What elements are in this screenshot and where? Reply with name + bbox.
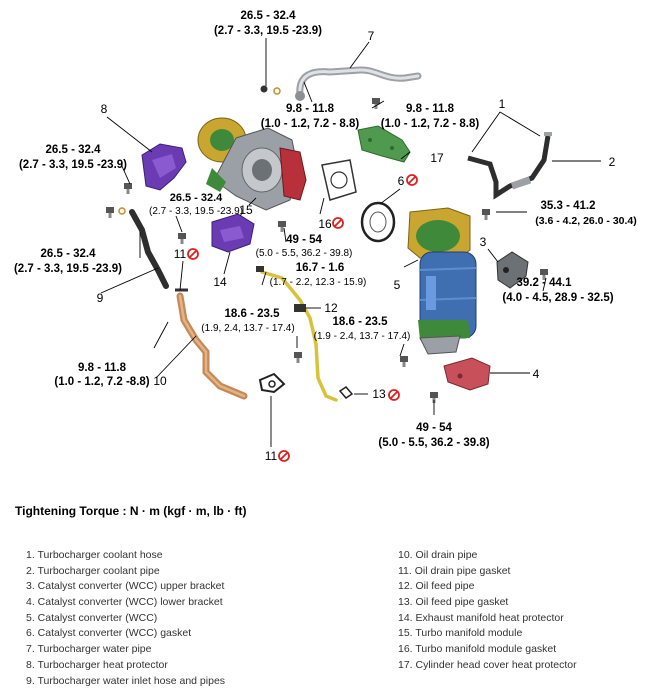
exploded-parts-diagram: 26.5 - 32.4 (2.7 - 3.3, 19.5 -23.9) 9.8 … bbox=[14, 10, 637, 463]
oil-feed-pipe-gasket bbox=[338, 386, 354, 399]
legend-item: 1. Turbocharger coolant hose bbox=[26, 549, 163, 561]
torque-spec-alt: (5.0 - 5.5, 36.2 - 39.8) bbox=[378, 437, 489, 449]
oil-drain-pipe-gasket bbox=[258, 372, 286, 394]
turbocharger-coolant-hose-and-pipe bbox=[467, 132, 552, 200]
legend-item: 16. Turbo manifold module gasket bbox=[398, 643, 557, 656]
legend-item: 3. Catalyst converter (WCC) upper bracke… bbox=[26, 580, 225, 593]
torque-spec-value: 35.3 - 41.2 bbox=[541, 200, 596, 212]
torque-spec-value: 9.8 - 11.8 bbox=[406, 103, 455, 115]
torque-spec-alt: (1.0 - 1.2, 7.2 -8.8) bbox=[54, 376, 149, 388]
torque-spec-value: 39.2 - 44.1 bbox=[517, 277, 573, 289]
torque-spec-alt: (4.0 - 4.5, 28.9 - 32.5) bbox=[502, 292, 613, 304]
torque-spec-alt: (2.7 - 3.3, 19.5 -23.9) bbox=[149, 206, 243, 217]
callout-number: 1 bbox=[499, 97, 506, 111]
parts-legend-right: 10. Oil drain pipe 11. Oil drain pipe ga… bbox=[398, 548, 577, 674]
legend-item: 9. Turbocharger water inlet hose and pip… bbox=[26, 674, 226, 687]
torque-spec-value: 26.5 - 32.4 bbox=[170, 192, 223, 204]
torque-spec-value: 9.8 - 11.8 bbox=[78, 362, 127, 374]
callout-number: 16 bbox=[318, 217, 332, 231]
torque-spec-value: 26.5 - 32.4 bbox=[41, 248, 97, 260]
callout-number: 8 bbox=[101, 102, 108, 116]
cylinder-head-cover-heat-protector bbox=[357, 125, 411, 163]
torque-spec-value: 9.8 - 11.8 bbox=[286, 103, 335, 115]
torque-spec-value: 49 - 54 bbox=[286, 234, 322, 246]
legend-item: 14. Exhaust manifold heat protector bbox=[398, 611, 564, 624]
torque-spec-value: 49 - 54 bbox=[416, 422, 452, 434]
water-inlet-hose-and-pipes bbox=[106, 207, 169, 289]
reuse-prohibited-icon bbox=[388, 389, 400, 401]
callout-number: 6 bbox=[398, 174, 405, 188]
torque-spec-value: 26.5 - 32.4 bbox=[46, 144, 102, 156]
torque-spec-alt: (1.0 - 1.2, 7.2 - 8.8) bbox=[381, 118, 480, 130]
reuse-prohibited-icon bbox=[278, 450, 290, 462]
turbocharger-heat-protector bbox=[124, 143, 187, 194]
torque-spec-alt: (2.7 - 3.3, 19.5 -23.9) bbox=[214, 25, 322, 37]
legend-item: 4. Catalyst converter (WCC) lower bracke… bbox=[26, 596, 223, 609]
oil-drain-pipe bbox=[175, 288, 248, 400]
torque-spec-value: 26.5 - 32.4 bbox=[241, 10, 297, 22]
turbo-manifold-module-gasket bbox=[321, 159, 357, 201]
legend-item: 10. Oil drain pipe bbox=[398, 549, 478, 561]
torque-units-title: Tightening Torque : N · m (kgf · m, lb ·… bbox=[15, 504, 247, 518]
catalyst-converter-gasket bbox=[360, 201, 396, 243]
callout-number: 4 bbox=[533, 367, 540, 381]
callout-number: 9 bbox=[97, 291, 104, 305]
torque-spec-alt: (1.9, 2.4, 13.7 - 17.4) bbox=[201, 323, 294, 334]
legend-item: 12. Oil feed pipe bbox=[398, 580, 475, 593]
oil-feed-pipe bbox=[256, 266, 338, 402]
callout-number: 13 bbox=[372, 387, 386, 401]
catalyst-upper-bracket bbox=[496, 251, 529, 289]
legend-item: 8. Turbocharger heat protector bbox=[26, 658, 168, 671]
callout-number: 11 bbox=[265, 449, 278, 463]
reuse-prohibited-icon bbox=[332, 217, 344, 229]
torque-spec-alt: (2.7 - 3.3, 19.5 -23.9) bbox=[14, 263, 122, 275]
legend-item: 5. Catalyst converter (WCC) bbox=[26, 611, 158, 624]
catalyst-converter bbox=[407, 207, 477, 355]
legend-item: 7. Turbocharger water pipe bbox=[26, 643, 152, 656]
torque-spec-alt: (1.7 - 2.2, 12.3 - 15.9) bbox=[270, 277, 367, 288]
reuse-prohibited-icon bbox=[406, 174, 418, 186]
legend-item: 2. Turbocharger coolant pipe bbox=[26, 564, 160, 577]
callout-number: 7 bbox=[368, 29, 375, 43]
callout-number: 2 bbox=[609, 155, 616, 169]
torque-spec-alt: (1.0 - 1.2, 7.2 - 8.8) bbox=[261, 118, 360, 130]
callout-number: 10 bbox=[153, 374, 167, 388]
legend-item: 6. Catalyst converter (WCC) gasket bbox=[26, 627, 192, 640]
legend-item: 11. Oil drain pipe gasket bbox=[398, 564, 511, 577]
callout-number: 12 bbox=[324, 301, 338, 315]
callout-numbers: 7 1 8 2 17 6 15 16 3 14 11 9 5 12 10 13 … bbox=[97, 29, 616, 463]
callout-number: 5 bbox=[394, 278, 401, 292]
torque-spec-value: 18.6 - 23.5 bbox=[225, 308, 281, 320]
callout-number: 11 bbox=[174, 247, 187, 261]
torque-spec-alt: (3.6 - 4.2, 26.0 - 30.4) bbox=[535, 215, 637, 227]
torque-spec-value: 16.7 - 1.6 bbox=[296, 262, 345, 274]
legend-item: 15. Turbo manifold module bbox=[398, 627, 523, 640]
parts-legend-left: 1. Turbocharger coolant hose 2. Turbocha… bbox=[26, 548, 225, 689]
torque-spec-alt: (2.7 - 3.3, 19.5 -23.9) bbox=[19, 159, 127, 171]
callout-number: 15 bbox=[239, 203, 253, 217]
callout-number: 17 bbox=[430, 151, 444, 165]
torque-spec-alt: (5.0 - 5.5, 36.2 - 39.8) bbox=[256, 248, 353, 259]
torque-specs: 26.5 - 32.4 (2.7 - 3.3, 19.5 -23.9) 9.8 … bbox=[14, 10, 637, 449]
torque-spec-alt: (1.9 - 2.4, 13.7 - 17.4) bbox=[314, 331, 411, 342]
callout-number: 14 bbox=[213, 275, 227, 289]
torque-spec-value: 18.6 - 23.5 bbox=[333, 316, 389, 328]
legend-item: 13. Oil feed pipe gasket bbox=[398, 596, 509, 609]
exhaust-manifold-heat-protector bbox=[211, 213, 255, 253]
callout-number: 3 bbox=[480, 235, 487, 249]
turbocharger-water-pipe bbox=[260, 66, 422, 101]
turbo-manifold-module bbox=[197, 117, 307, 211]
legend-item: 17. Cylinder head cover heat protector bbox=[398, 658, 577, 671]
leader-lines bbox=[100, 38, 601, 447]
catalyst-lower-bracket bbox=[443, 357, 491, 391]
reuse-prohibited-icon bbox=[187, 248, 199, 260]
